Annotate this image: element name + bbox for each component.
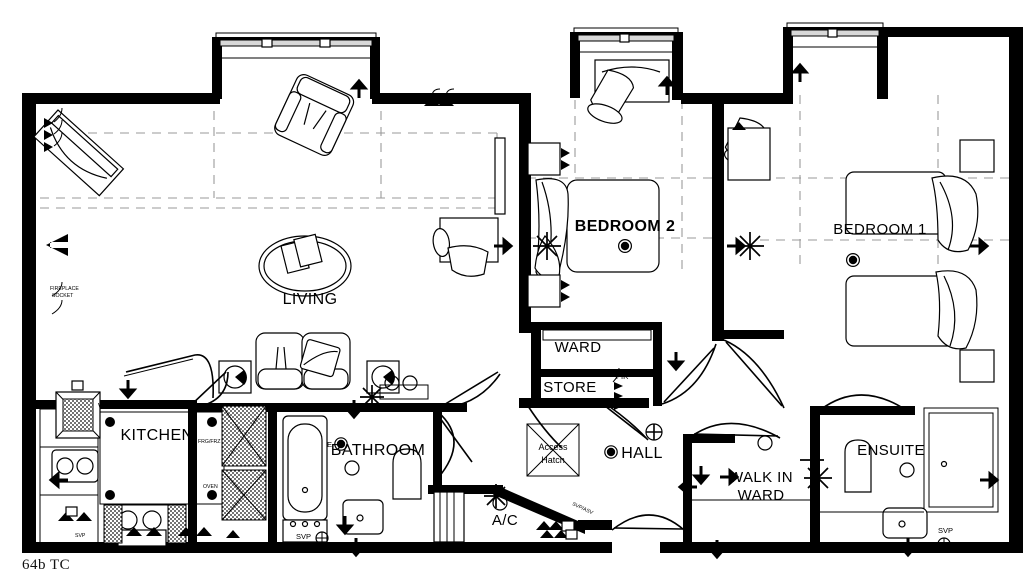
living-room-furniture <box>33 74 506 394</box>
annotation-e-marker: E <box>327 440 332 449</box>
annotation-access-hatch-line2: Hatch <box>541 455 565 465</box>
room-label-bathroom: BATHROOM <box>331 442 425 459</box>
annotation-socket: SOCKET <box>52 293 74 299</box>
hall-fixtures <box>492 329 663 532</box>
annotation-washer-dryer: W/D <box>98 401 113 410</box>
annotation-access-hatch-line1: Access <box>538 442 568 452</box>
room-label-ac: A/C <box>492 512 518 529</box>
internal-walls <box>36 322 915 549</box>
room-label-kitchen: KITCHEN <box>120 427 193 444</box>
annotation-pir-sensor: PIR <box>616 372 629 381</box>
airflow-arrows <box>46 63 999 559</box>
annotation-svp-ensuite: SVP <box>938 526 953 535</box>
bedroom1-furniture <box>723 117 995 383</box>
room-labels: LIVING KITCHEN BATHROOM HALL STORE WARD … <box>120 218 926 529</box>
annotation-fridge-freezer: FRG/FRZ <box>198 439 220 445</box>
annotation-svp-asv: SVP/ASV <box>571 501 594 516</box>
multi-direction-symbols <box>360 232 832 508</box>
room-label-living: LIVING <box>283 291 338 308</box>
room-label-ensuite: ENSUITE <box>857 442 925 459</box>
room-label-store: STORE <box>543 379 596 396</box>
annotation-svp-bathroom: SVP <box>296 532 311 541</box>
annotation-svp-kitchen: SVP <box>75 533 86 539</box>
annotation-oven: OVEN <box>203 484 218 490</box>
plan-footer-note: 64b TC <box>22 557 71 571</box>
room-label-bedroom-1: BEDROOM 1 <box>833 221 927 238</box>
room-label-bedroom-2: BEDROOM 2 <box>575 218 676 235</box>
room-label-hall: HALL <box>621 445 663 462</box>
plan-annotations: FIREPLACE SOCKET W/D FRG/FRZ OVEN SVP SV… <box>50 286 953 541</box>
socket-symbols <box>44 88 746 540</box>
ensuite-fixtures <box>820 407 999 551</box>
bedroom2-furniture <box>527 59 670 308</box>
door-swings <box>189 339 907 531</box>
annotation-fireplace: FIREPLACE <box>50 286 79 292</box>
windows <box>215 22 884 59</box>
room-label-ward: WARD <box>555 339 602 356</box>
room-label-walk-in-ward-line2: WARD <box>738 487 785 504</box>
bathroom-fixtures <box>282 375 465 545</box>
kitchen-fixtures <box>39 354 267 547</box>
room-label-walk-in-ward-line1: WALK IN <box>729 469 793 486</box>
